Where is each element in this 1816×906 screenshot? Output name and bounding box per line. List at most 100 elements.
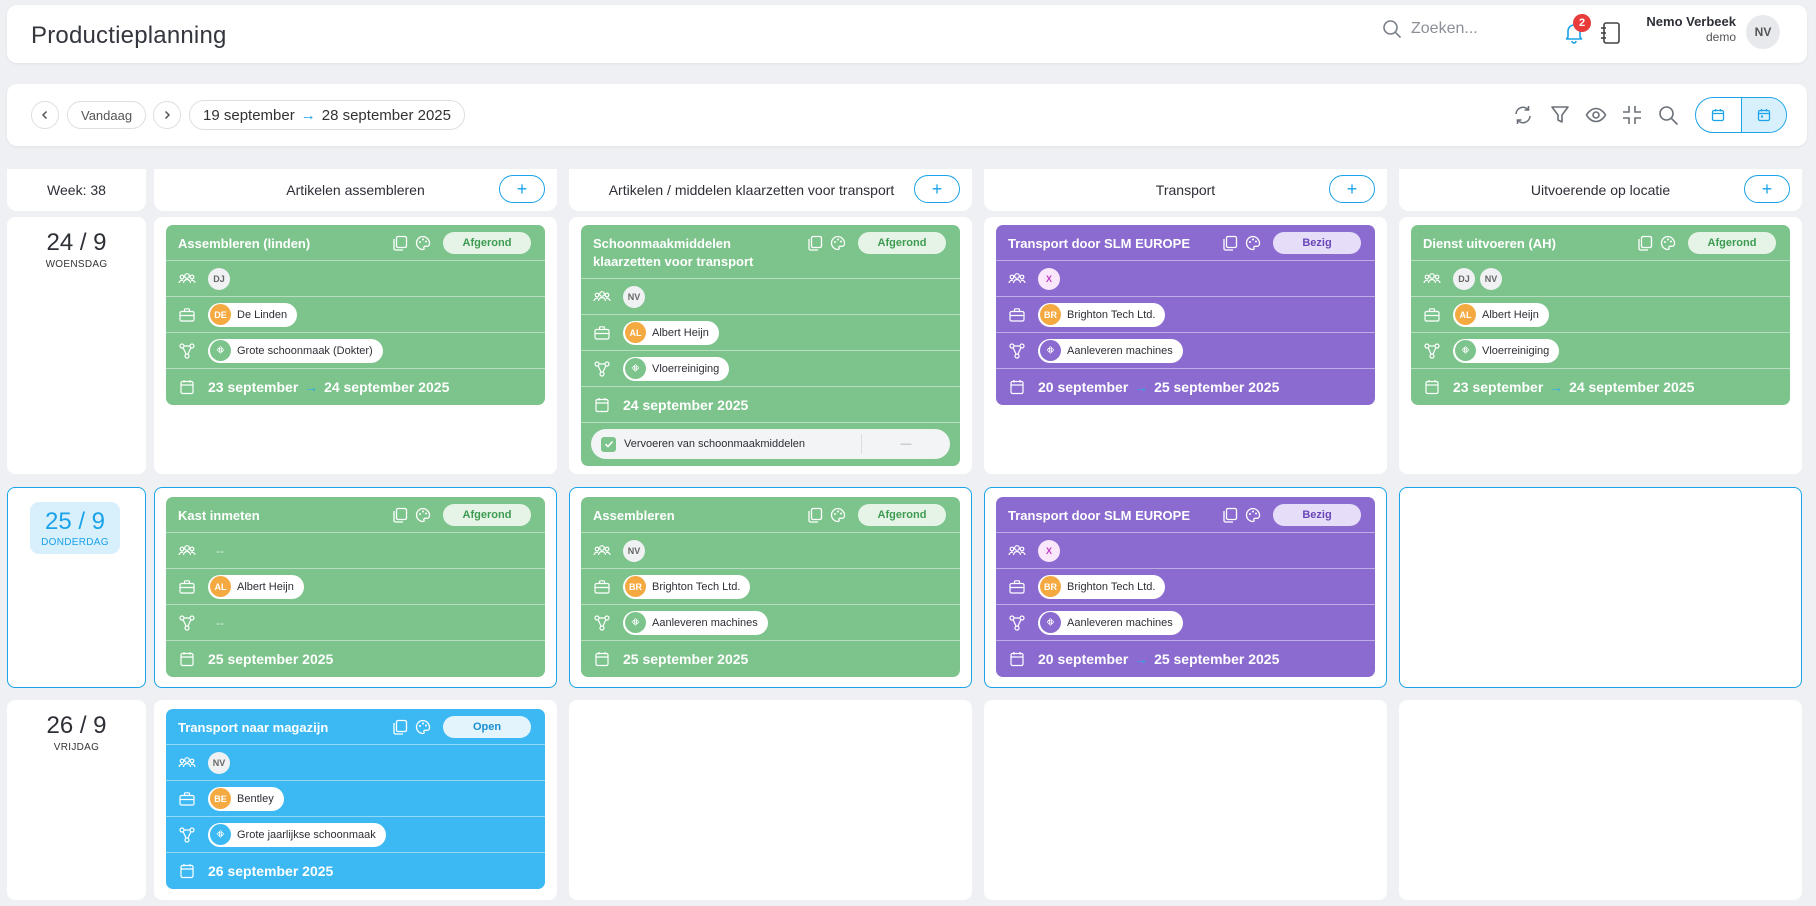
add-button[interactable]: + xyxy=(1329,175,1375,203)
eye-icon[interactable] xyxy=(1585,104,1607,126)
member-avatar[interactable]: NV xyxy=(623,285,645,308)
palette-icon[interactable] xyxy=(415,235,431,251)
palette-icon[interactable] xyxy=(830,235,846,251)
user-info[interactable]: Nemo Verbeek demo xyxy=(1640,14,1736,44)
member-avatar[interactable]: NV xyxy=(623,539,645,562)
member-avatar[interactable]: X xyxy=(1038,267,1060,290)
copy-icon[interactable] xyxy=(1222,235,1238,251)
project-chip[interactable]: ⛗Grote schoonmaak (Dokter) xyxy=(208,338,383,363)
status-badge: Bezig xyxy=(1273,504,1361,526)
planning-card[interactable]: Schoonmaakmiddelen klaarzetten voor tran… xyxy=(581,225,960,466)
top-header: Productieplanning xyxy=(7,5,1807,63)
search-input[interactable]: Zoeken... xyxy=(1382,19,1478,39)
copy-icon[interactable] xyxy=(1637,235,1653,251)
client-avatar: BR xyxy=(1040,576,1061,597)
project-chip[interactable]: ⛗Grote jaarlijkse schoonmaak xyxy=(208,822,386,847)
member-avatar[interactable]: DJ xyxy=(208,267,230,290)
project-tree-icon xyxy=(179,614,195,631)
card-title: Transport door SLM EUROPE xyxy=(1008,508,1191,523)
member-avatar[interactable]: NV xyxy=(208,751,230,774)
project-name: Aanleveren machines xyxy=(652,616,758,629)
copy-icon[interactable] xyxy=(1222,507,1238,523)
palette-icon[interactable] xyxy=(1660,235,1676,251)
project-icon: ⛗ xyxy=(625,358,646,379)
project-chip[interactable]: ⛗Aanleveren machines xyxy=(1038,610,1183,635)
project-name: Aanleveren machines xyxy=(1067,616,1173,629)
copy-icon[interactable] xyxy=(392,507,408,523)
next-button[interactable] xyxy=(153,101,181,129)
project-icon: ⛗ xyxy=(210,340,231,361)
palette-icon[interactable] xyxy=(1245,507,1261,523)
project-name: Vloerreiniging xyxy=(652,362,720,375)
palette-icon[interactable] xyxy=(1245,235,1261,251)
empty-project: -- xyxy=(216,615,224,630)
add-button[interactable]: + xyxy=(1744,175,1790,203)
member-avatar[interactable]: NV xyxy=(1480,267,1502,290)
palette-icon[interactable] xyxy=(415,507,431,523)
briefcase-icon xyxy=(179,791,195,806)
user-name: Nemo Verbeek xyxy=(1646,14,1736,29)
project-chip[interactable]: ⛗Aanleveren machines xyxy=(623,610,768,635)
collapse-icon[interactable] xyxy=(1621,104,1643,126)
today-button[interactable]: Vandaag xyxy=(67,101,147,129)
add-button[interactable]: + xyxy=(914,175,960,203)
task-item[interactable]: Vervoeren van schoonmaakmiddelen — xyxy=(591,429,950,459)
palette-icon[interactable] xyxy=(830,507,846,523)
slot-cell[interactable] xyxy=(1399,700,1802,900)
calendar-alt-icon xyxy=(1757,109,1770,122)
date-text: 20 september → 25 september 2025 xyxy=(1038,650,1280,667)
day-name: DONDERDAG xyxy=(41,537,109,548)
empty-team: -- xyxy=(216,543,224,558)
project-chip[interactable]: ⛗ Vloerreiniging xyxy=(623,356,730,381)
calendar-alt-view-button[interactable] xyxy=(1740,98,1786,132)
client-chip[interactable]: DE De Linden xyxy=(208,302,298,327)
copy-icon[interactable] xyxy=(392,719,408,735)
project-chip[interactable]: ⛗Aanleveren machines xyxy=(1038,338,1183,363)
copy-icon[interactable] xyxy=(807,507,823,523)
calendar-icon xyxy=(180,379,194,394)
notebook-icon[interactable] xyxy=(1600,21,1622,45)
project-chip[interactable]: ⛗Vloerreiniging xyxy=(1453,338,1560,363)
calendar-icon xyxy=(1010,651,1024,666)
date-range-button[interactable]: 19 september → 28 september 2025 xyxy=(189,100,465,130)
client-name: De Linden xyxy=(237,308,288,321)
calendar-view-button[interactable] xyxy=(1696,98,1741,132)
prev-button[interactable] xyxy=(31,101,59,129)
day-label: 26 / 9 VRIJDAG xyxy=(7,712,146,753)
slot-cell[interactable] xyxy=(984,700,1387,900)
card-title: Transport naar magazijn xyxy=(178,720,329,735)
refresh-icon[interactable] xyxy=(1512,104,1534,126)
client-avatar: DE xyxy=(210,304,231,325)
member-avatar[interactable]: X xyxy=(1038,539,1060,562)
copy-icon[interactable] xyxy=(392,235,408,251)
project-name: Grote jaarlijkse schoonmaak xyxy=(237,828,376,841)
view-toggle[interactable] xyxy=(1695,97,1787,133)
slot-cell[interactable] xyxy=(1399,487,1802,688)
chevron-right-icon xyxy=(164,110,171,120)
user-avatar[interactable]: NV xyxy=(1746,15,1780,49)
filter-icon[interactable] xyxy=(1549,104,1571,126)
card-title: Transport door SLM EUROPE xyxy=(1008,236,1191,251)
palette-icon[interactable] xyxy=(415,719,431,735)
zoom-search-icon[interactable] xyxy=(1657,104,1679,126)
task-checkbox[interactable] xyxy=(601,436,616,452)
slot-cell[interactable] xyxy=(569,700,972,900)
member-avatar[interactable]: DJ xyxy=(1453,267,1475,290)
briefcase-icon xyxy=(1009,307,1025,322)
add-button[interactable]: + xyxy=(499,175,545,203)
copy-icon[interactable] xyxy=(807,235,823,251)
